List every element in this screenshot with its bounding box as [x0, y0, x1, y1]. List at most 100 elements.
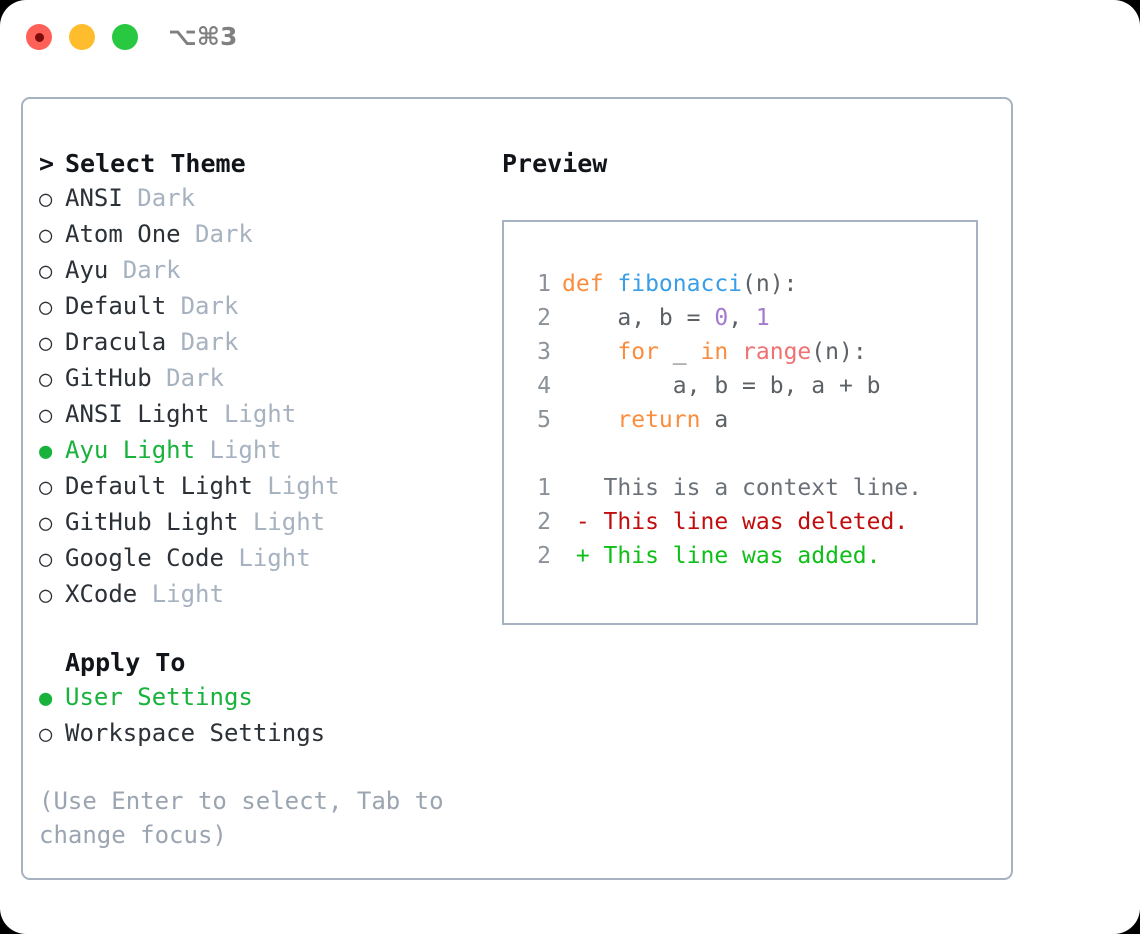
theme-option-label: ANSI Light: [65, 400, 210, 428]
theme-option-kind: Dark: [180, 220, 253, 248]
radio-selected-icon: ●: [39, 686, 53, 711]
theme-option-1[interactable]: ○Atom One Dark: [39, 217, 479, 253]
theme-option-kind: Dark: [151, 364, 224, 392]
code-token-pl: a, b = b, a + b: [562, 373, 881, 399]
apply-to-option-label: User Settings: [65, 683, 253, 711]
code-token-pl: a, b =: [562, 305, 715, 331]
theme-option-label: Google Code: [65, 544, 224, 572]
theme-option-kind: Light: [252, 472, 340, 500]
radio-unselected-icon: ○: [39, 722, 53, 747]
code-token-num: 1: [755, 305, 770, 331]
diff-line-0: 1 This is a context line.: [504, 471, 976, 505]
code-token-pl: [562, 339, 617, 365]
code-line-2: 3 for _ in range(n):: [504, 335, 976, 369]
diff-line-text-ctx: This is a context line.: [562, 475, 923, 501]
code-line-number: 1: [537, 271, 551, 297]
theme-option-label: ANSI: [65, 184, 123, 212]
code-token-pl: a: [700, 407, 729, 433]
code-line-number: 3: [537, 339, 551, 365]
theme-option-kind: Dark: [166, 292, 239, 320]
theme-option-label: Ayu: [65, 256, 109, 284]
code-diff-divider: [504, 437, 976, 471]
code-token-pl: [562, 407, 617, 433]
code-token-num: 0: [714, 305, 729, 331]
code-token-kw: in: [700, 339, 729, 365]
diff-line-1: 2 - This line was deleted.: [504, 505, 976, 539]
radio-unselected-icon: ○: [39, 475, 53, 500]
code-line-4: 5 return a: [504, 403, 976, 437]
diff-line-number: 2: [537, 543, 551, 569]
theme-option-4[interactable]: ○ Dracula Dark: [39, 325, 479, 361]
code-token-kw: for: [617, 339, 659, 365]
theme-option-9[interactable]: ○ GitHub Light Light: [39, 505, 479, 541]
code-line-number: 2: [537, 305, 551, 331]
minimize-button-icon[interactable]: [69, 24, 95, 50]
close-button-icon[interactable]: [26, 24, 52, 50]
title-bar: ⌥⌘3: [0, 0, 1140, 78]
code-token-pl: (n):: [811, 339, 867, 365]
theme-option-kind: Light: [209, 400, 297, 428]
code-token-pl: [728, 339, 742, 365]
apply-to-option-0[interactable]: ● User Settings: [39, 680, 479, 716]
selection-marker-icon: >: [39, 149, 55, 178]
code-token-fn: fibonacci: [617, 271, 743, 297]
theme-option-label: XCode: [65, 580, 138, 608]
diff-line-text-del: - This line was deleted.: [562, 509, 909, 535]
code-token-pl: ,: [728, 305, 756, 331]
theme-option-10[interactable]: ○Google Code Light: [39, 541, 479, 577]
radio-unselected-icon: ○: [39, 295, 53, 320]
code-token-pl: _: [658, 339, 701, 365]
apply-to-option-label: Workspace Settings: [65, 719, 326, 747]
theme-option-6[interactable]: ○ANSI Light Light: [39, 397, 479, 433]
theme-picker-card: >Select Theme ○ANSI Dark○Atom One Dark○A…: [21, 97, 1013, 880]
theme-option-kind: Light: [238, 508, 326, 536]
theme-option-7[interactable]: ●Ayu Light Light: [39, 433, 479, 469]
traffic-lights: [26, 24, 138, 50]
theme-option-0[interactable]: ○ANSI Dark: [39, 181, 479, 217]
radio-selected-icon: ●: [39, 439, 53, 464]
theme-option-3[interactable]: ○Default Dark: [39, 289, 479, 325]
help-text: (Use Enter to select, Tab to change focu…: [39, 787, 459, 849]
theme-option-kind: Light: [137, 580, 224, 608]
code-token-kw: def: [562, 271, 618, 297]
theme-option-kind: Dark: [166, 328, 239, 356]
radio-unselected-icon: ○: [39, 367, 53, 392]
radio-unselected-icon: ○: [39, 331, 53, 356]
theme-option-5[interactable]: ○GitHub Dark: [39, 361, 479, 397]
theme-option-kind: Dark: [108, 256, 181, 284]
theme-option-kind: Light: [223, 544, 311, 572]
radio-unselected-icon: ○: [39, 583, 53, 608]
theme-option-label: GitHub Light: [65, 508, 239, 536]
code-token-pl: (n):: [742, 271, 798, 297]
theme-option-label: Dracula: [65, 328, 167, 356]
theme-option-2[interactable]: ○ Ayu Dark: [39, 253, 479, 289]
theme-options-list[interactable]: ○ANSI Dark○Atom One Dark○Ayu Dark○Defaul…: [39, 181, 479, 613]
code-line-1: 2 a, b = 0, 1: [504, 301, 976, 335]
theme-list-column: >Select Theme ○ANSI Dark○Atom One Dark○A…: [39, 147, 479, 852]
code-line-0: 1 def fibonacci(n):: [504, 267, 976, 301]
apply-to-header: Apply To: [39, 646, 479, 680]
select-theme-title: Select Theme: [65, 149, 246, 178]
code-token-bi: range: [742, 339, 812, 365]
theme-option-11[interactable]: ○ XCode Light: [39, 577, 479, 613]
apply-to-section: Apply To ● User Settings ○ Workspace Settin…: [39, 646, 479, 752]
radio-unselected-icon: ○: [39, 511, 53, 536]
code-line-3: 4 a, b = b, a + b: [504, 369, 976, 403]
theme-option-kind: Dark: [122, 184, 196, 212]
theme-option-label: Default Light: [65, 472, 253, 500]
theme-option-8[interactable]: ○ Default Light Light: [39, 469, 479, 505]
code-line-number: 4: [537, 373, 551, 399]
apply-to-options-list[interactable]: ● User Settings ○ Workspace Settings: [39, 680, 479, 752]
code-line-number: 5: [537, 407, 551, 433]
maximize-button-icon[interactable]: [112, 24, 138, 50]
code-token-kw: return: [617, 407, 701, 433]
apply-to-option-1[interactable]: ○ Workspace Settings: [39, 716, 479, 752]
preview-title: Preview: [502, 149, 608, 178]
radio-unselected-icon: ○: [39, 259, 53, 284]
theme-option-label: Atom One: [65, 220, 181, 248]
theme-option-label: Ayu Light: [65, 436, 196, 464]
